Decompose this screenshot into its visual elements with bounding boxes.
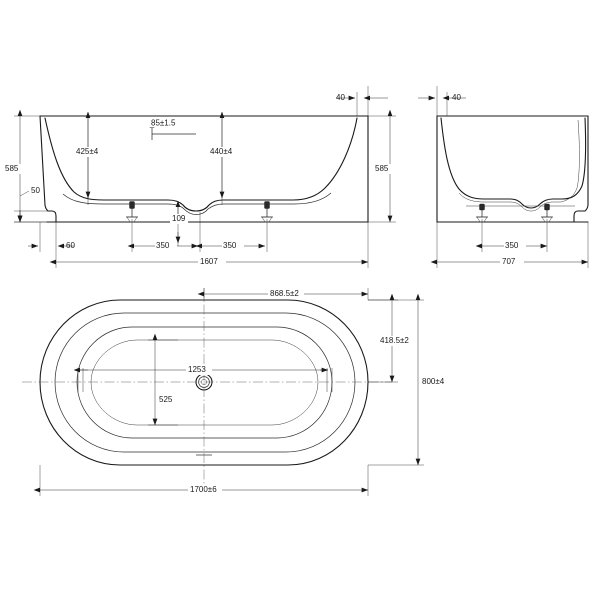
dim-foot-clearance: 109 <box>170 200 188 246</box>
front-elevation-view: 85±1.5 425±4 440±4 585 <box>4 86 396 268</box>
dim-foot-spacing-side-label: 350 <box>505 241 519 250</box>
front-foot-left <box>126 201 138 223</box>
side-foot-left <box>476 203 488 223</box>
front-inner-bowl-profile <box>44 117 358 212</box>
plan-bowl-outer <box>76 326 333 439</box>
dim-plinth-height-label: 50 <box>31 186 40 195</box>
plan-bowl-inner <box>90 339 319 426</box>
dim-overall-length-plan-label: 1700±6 <box>190 485 217 494</box>
side-inner-bowl-profile <box>440 117 587 209</box>
dim-overall-width-plan: 800±4 <box>368 293 449 466</box>
dim-rim-width-front-label: 40 <box>336 93 345 102</box>
dim-drain-offset-x-label: 868.5±2 <box>270 289 299 298</box>
dim-inner-width-plan-label: 525 <box>159 395 173 404</box>
plan-outer-outline <box>39 299 369 466</box>
dim-inner-length-plan: 1253 <box>73 365 329 375</box>
side-elevation-view: 40 350 707 <box>418 86 589 268</box>
dim-inner-length-plan-label: 1253 <box>188 365 206 374</box>
dim-rim-thickness-label: 85±1.5 <box>151 119 176 128</box>
dim-foot-offset-left: 60 <box>28 222 75 252</box>
dim-overall-length-front: 1607 <box>49 222 369 268</box>
dim-foot-spacing-left-label: 350 <box>156 241 170 250</box>
dim-inner-depth-left: 425±4 <box>74 111 104 205</box>
plan-view: 868.5±2 418.5±2 800±4 1253 <box>22 288 449 496</box>
plan-rim-inner-edge <box>54 312 356 453</box>
dim-inner-depth-right: 440±4 <box>208 111 238 205</box>
dim-foot-spacing-right-label: 350 <box>223 241 237 250</box>
dim-drain-offset-x: 868.5±2 <box>197 288 369 300</box>
dim-foot-spacing-side: 350 <box>475 219 548 252</box>
dim-overall-depth-side-label: 707 <box>502 257 516 266</box>
dim-inner-depth-left-label: 425±4 <box>76 147 99 156</box>
dim-foot-clearance-label: 109 <box>172 214 186 223</box>
dim-drain-offset-y: 418.5±2 <box>368 293 417 383</box>
dim-overall-depth-side: 707 <box>430 222 589 268</box>
dim-foot-offset-left-label: 60 <box>66 241 75 250</box>
dim-overall-length-plan: 1700±6 <box>33 465 369 496</box>
dim-rim-width-front: 40 <box>336 86 388 116</box>
dim-drain-offset-y-label: 418.5±2 <box>380 336 409 345</box>
side-foot-right <box>541 203 553 223</box>
side-right-skirt-profile <box>573 115 589 223</box>
dim-inner-width-plan: 525 <box>148 333 180 426</box>
dim-rim-width-side-label: 40 <box>452 93 461 102</box>
dim-inner-depth-right-label: 440±4 <box>210 147 233 156</box>
dim-rim-thickness: 85±1.5 <box>148 118 180 128</box>
dim-height-right: 585 <box>368 109 396 223</box>
dim-height-left-label: 585 <box>5 164 19 173</box>
dim-overall-length-front-label: 1607 <box>200 257 218 266</box>
dim-height-right-label: 585 <box>375 164 389 173</box>
dim-foot-spacing-group: 350 350 <box>127 212 268 252</box>
side-bowl-underline <box>458 119 580 212</box>
dim-overall-width-plan-label: 800±4 <box>422 377 445 386</box>
front-foot-right <box>261 201 273 223</box>
dim-plinth-height: 50 <box>14 186 52 223</box>
dim-rim-width-side: 40 <box>418 86 466 116</box>
front-bowl-underline <box>62 192 332 215</box>
